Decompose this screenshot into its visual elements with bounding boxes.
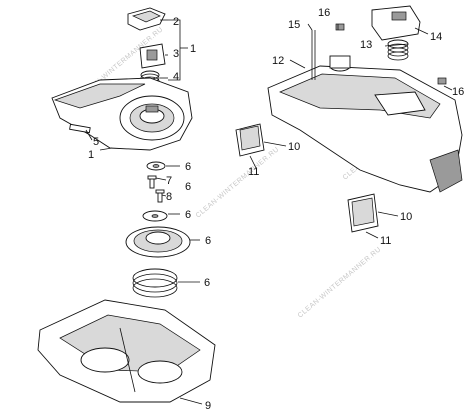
- callout-label: 2: [173, 16, 179, 28]
- leader-lines: [249, 23, 453, 239]
- watermark-text: CLEAN-WINTERMANNER.RU: [195, 146, 281, 220]
- callout-label: 1: [88, 149, 94, 161]
- screw-part: [155, 189, 165, 203]
- callout-bracket: [160, 19, 188, 81]
- callout-label: 6: [185, 161, 191, 173]
- bolt-part: [335, 23, 345, 31]
- frame-part: [267, 55, 463, 193]
- callout-label: 5: [93, 136, 99, 148]
- callout-label: 11: [248, 166, 259, 178]
- impeller-part: [125, 226, 191, 258]
- rod-part: [311, 30, 316, 80]
- leader-lines: [85, 129, 203, 405]
- screw-part: [147, 175, 157, 189]
- callout-label: 3: [173, 48, 179, 60]
- callout-label: 6: [205, 235, 211, 247]
- callout-label: 16: [318, 7, 330, 19]
- disc-part: [142, 210, 168, 222]
- callout-label: 4: [173, 71, 179, 83]
- base-housing-part: [37, 299, 216, 403]
- cover-assembly-part: [51, 77, 193, 151]
- callout-label: 12: [272, 55, 284, 67]
- washer-part: [146, 161, 166, 171]
- pump-part: [371, 5, 421, 41]
- pin-part: [69, 123, 91, 134]
- callout-label: 15: [288, 19, 300, 31]
- callout-label: 8: [166, 191, 172, 203]
- callout-label: 13: [360, 39, 372, 51]
- callout-label: 10: [400, 211, 412, 223]
- callout-label: 1: [190, 43, 196, 55]
- watermark-text: CLEAN-WINTERMANNER.RU: [297, 246, 383, 320]
- spring-ring-part: [132, 268, 178, 298]
- spring-part: [387, 39, 409, 61]
- callout-label: 14: [430, 31, 442, 43]
- callout-labels: 2 3 4 1 5 1 6 7 6 8 6 6 6 9 16 15 12 13 …: [88, 7, 464, 412]
- latch-part: [139, 43, 166, 69]
- callout-label: 7: [166, 175, 172, 187]
- callout-label: 6: [185, 209, 191, 221]
- hinge-clip-part: [127, 7, 166, 31]
- bolt-part: [437, 77, 447, 85]
- bracket-part: [347, 193, 379, 233]
- callout-label: 6: [185, 181, 191, 193]
- callout-label: 10: [288, 141, 300, 153]
- callout-label: 16: [452, 86, 464, 98]
- callout-label: 11: [380, 235, 391, 247]
- callout-label: 6: [204, 277, 210, 289]
- bracket-part: [235, 123, 265, 157]
- callout-label: 9: [205, 400, 211, 412]
